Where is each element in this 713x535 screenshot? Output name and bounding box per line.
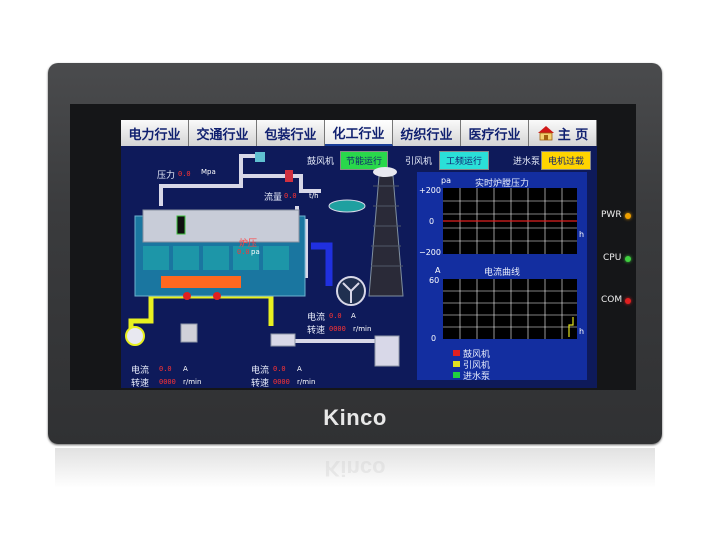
pressure-unit: Mpa (201, 168, 216, 176)
furnace-pressure-chart (443, 188, 577, 254)
pump-speed-label: 转速 (251, 379, 270, 388)
tab-medical[interactable]: 医疗行业 (461, 120, 529, 146)
legend-blower-swatch (453, 350, 460, 356)
blower-speed-label: 转速 (131, 379, 150, 388)
valve-icon (255, 152, 265, 162)
furnace-fire (161, 276, 241, 288)
inducer-current-label: 电流 (307, 313, 326, 323)
flow-value: 0.0 (284, 192, 297, 200)
inducer-speed-unit: r/min (353, 325, 372, 333)
inducer-speed-label: 转速 (307, 326, 326, 336)
tab-home[interactable]: 主 页 (529, 120, 597, 146)
water-pump-status-label: 进水泵 (513, 157, 541, 167)
blower-current-label: 电流 (131, 366, 150, 376)
inducer-current-value: 0.0 (329, 312, 342, 320)
smoke (373, 167, 397, 177)
tab-textile[interactable]: 纺织行业 (393, 120, 461, 146)
deaerator-tank (374, 335, 400, 367)
hmi-screen: 电力行业 交通行业 包装行业 化工行业 纺织行业 医疗行业 主 页 鼓风机 节能… (121, 120, 597, 388)
furnace-tick-top: +200 (419, 186, 441, 195)
brand-logo: Kinco (323, 405, 387, 430)
tank-small (180, 323, 198, 343)
inducer-speed-value: 0000 (329, 325, 346, 333)
pump-speed-value: 0000 (273, 378, 290, 386)
pwr-led-label: PWR (601, 210, 622, 220)
feed-pump-icon (270, 333, 296, 347)
blower-status-label: 鼓风机 (307, 157, 335, 167)
furnace-chart-title: 实时炉膛压力 (474, 179, 529, 189)
tab-power[interactable]: 电力行业 (121, 120, 189, 146)
furnace-tick-mid: 0 (429, 217, 435, 226)
legend-blower-label: 鼓风机 (463, 350, 491, 360)
flow-label: 流量 (264, 193, 283, 203)
top-pipe (239, 154, 261, 176)
industry-tabbar: 电力行业 交通行业 包装行业 化工行业 纺织行业 医疗行业 主 页 (121, 120, 597, 146)
furnace-pressure-label: 炉压 (239, 239, 258, 249)
blower-speed-value: 0000 (159, 378, 176, 386)
pump-current-label: 电流 (251, 366, 270, 376)
tab-home-label: 主 页 (557, 127, 589, 143)
blower-current-unit: A (183, 365, 188, 373)
com-led-icon (625, 298, 631, 304)
flow-valve-icon (285, 170, 293, 182)
current-chart-title: 电流曲线 (483, 268, 520, 278)
furnace-pressure-value: 0.0 (237, 248, 250, 256)
inducer-status-label: 引风机 (405, 157, 433, 167)
tab-packaging[interactable]: 包装行业 (257, 120, 325, 146)
cpu-led-label: CPU (603, 253, 622, 263)
tab-chemical[interactable]: 化工行业 (325, 120, 393, 146)
blower-duct (151, 293, 274, 326)
blower-speed-unit: r/min (183, 378, 202, 386)
blower-state-button[interactable]: 节能运行 (340, 151, 388, 170)
water-pump-state-button[interactable]: 电机过载 (541, 151, 591, 170)
pressure-label: 压力 (157, 171, 176, 181)
boiler-process-diagram (125, 152, 404, 367)
tab-transport[interactable]: 交通行业 (189, 120, 257, 146)
blower-fan-icon (125, 326, 145, 346)
chimney (368, 175, 404, 297)
legend-inducer-swatch (453, 361, 460, 367)
dust-collector (328, 199, 366, 213)
trend-panel: 实时炉膛压力 pa +200 0 −200 h 电流曲线 A 60 0 (417, 172, 587, 382)
steam-pipe (159, 174, 321, 206)
brand-logo-reflection: Kinco (324, 456, 386, 481)
legend-pump-swatch (453, 372, 460, 378)
flue-duct (311, 242, 333, 286)
current-chart-unit-y: A (435, 266, 441, 275)
pressure-value: 0.0 (178, 170, 191, 178)
inducer-current-unit: A (351, 312, 356, 320)
pump-current-unit: A (297, 365, 302, 373)
home-icon (537, 125, 555, 141)
inducer-state-button[interactable]: 工频运行 (439, 151, 489, 170)
furnace-pressure-unit: pa (251, 248, 260, 256)
com-led-label: COM (601, 295, 623, 305)
current-tick-top: 60 (429, 276, 440, 285)
pwr-led-icon (625, 213, 631, 219)
current-chart (443, 279, 577, 339)
device-reflection (55, 448, 655, 488)
blower-duct-left (128, 296, 154, 331)
current-chart-unit-x: h (579, 327, 585, 336)
pump-current-value: 0.0 (273, 365, 286, 373)
legend-pump-label: 进水泵 (463, 372, 491, 382)
current-tick-bottom: 0 (431, 334, 437, 343)
blower-current-value: 0.0 (159, 365, 172, 373)
flow-unit: t/h (309, 192, 319, 200)
furnace-tick-bottom: −200 (419, 248, 441, 257)
cpu-led-icon (625, 256, 631, 262)
furnace-chart-unit-y: pa (441, 176, 451, 185)
furnace-chart-unit-x: h (579, 230, 585, 239)
pump-speed-unit: r/min (297, 378, 316, 386)
legend-inducer-label: 引风机 (463, 361, 491, 371)
